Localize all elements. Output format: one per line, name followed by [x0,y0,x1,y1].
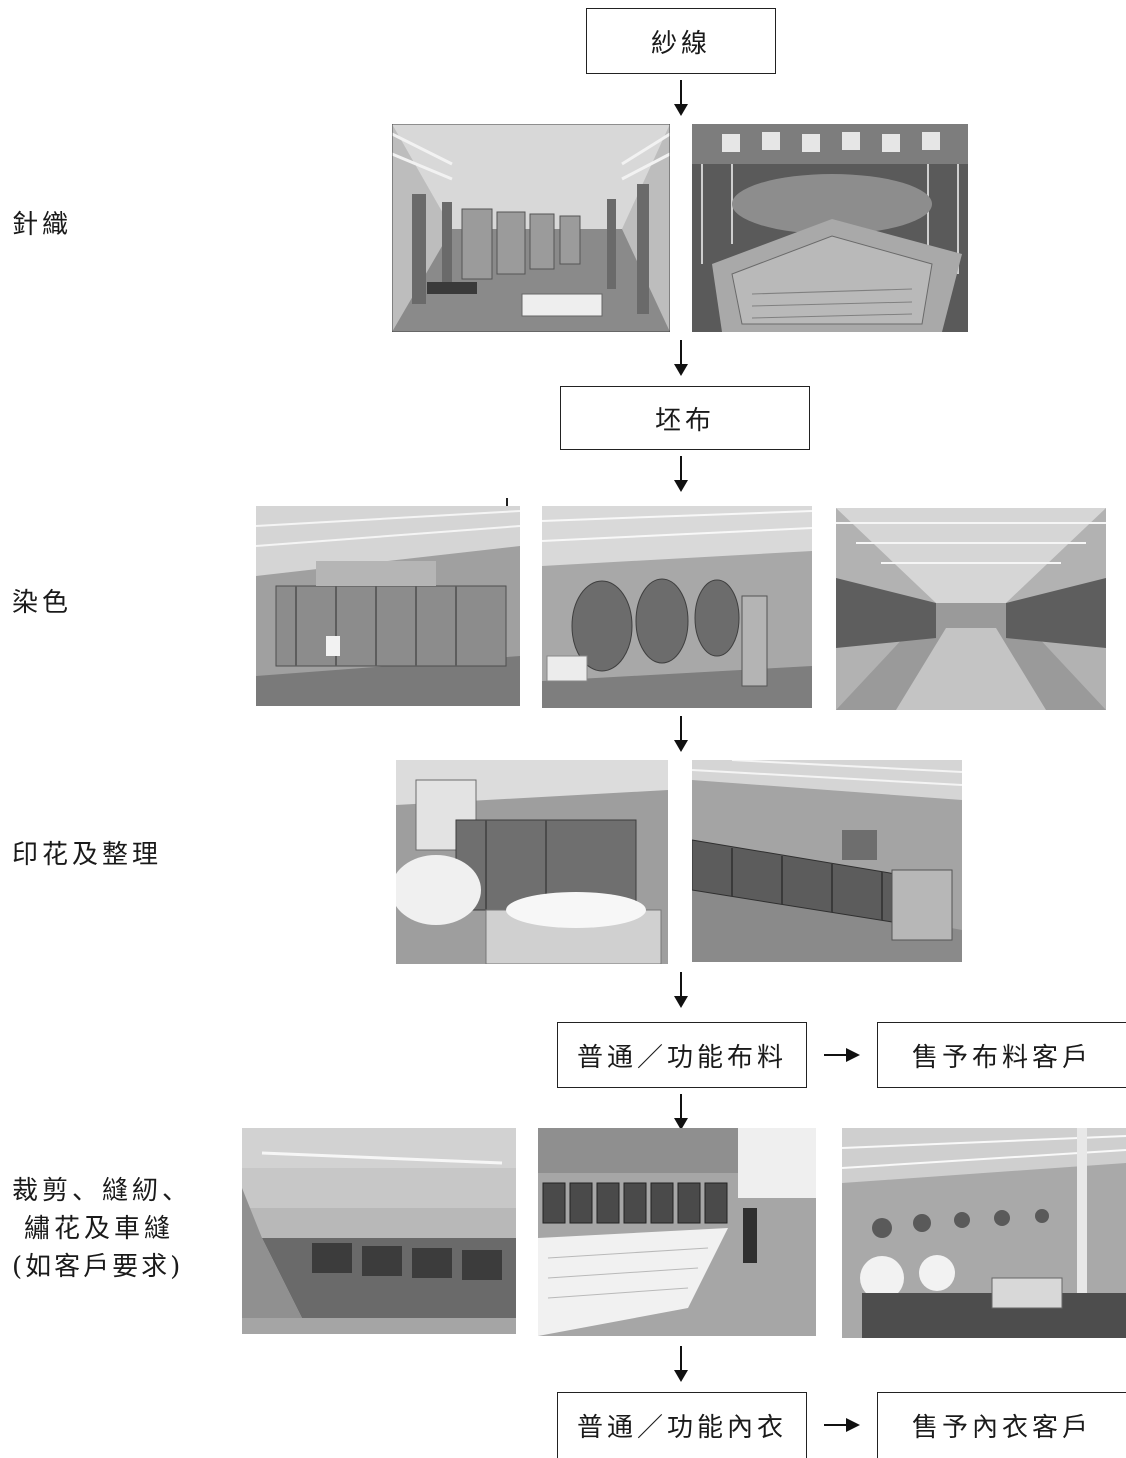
cutting-tables-photo [242,1128,516,1334]
printing-line-photo [692,760,962,962]
arrow-down-icon [672,716,690,752]
stage-label-dyeing: 染色 [12,588,73,618]
arrow-down-icon [672,340,690,376]
greige-fabric-box: 坯布 [560,386,810,450]
greige-fabric-label: 坯布 [654,405,715,436]
underwear-product-box: 普通／功能內衣 [557,1392,807,1458]
stage-label-printing-finishing: 印花及整理 [12,840,163,870]
arrow-down-icon [672,972,690,1008]
circular-knitting-machine-photo [692,124,968,332]
arrow-right-icon [824,1416,860,1434]
underwear-sale-box: 售予內衣客戶 [877,1392,1126,1458]
embroidery-machines-photo [538,1128,816,1336]
fabric-sale-box: 售予布料客戶 [877,1022,1126,1088]
stage-label-sewing-line1: 裁剪、縫紉、 [12,1176,193,1206]
yarn-box: 紗線 [586,8,776,74]
arrow-down-icon [672,456,690,492]
fabric-product-label: 普通／功能布料 [576,1042,787,1073]
fabric-sale-label: 售予布料客戶 [911,1042,1092,1073]
sewing-workshop-photo [842,1128,1126,1338]
stage-label-knitting: 針織 [12,210,73,240]
arrow-down-icon [672,1346,690,1382]
dyeing-machines-photo [256,506,520,706]
underwear-product-label: 普通／功能內衣 [576,1413,787,1443]
arrow-right-icon [824,1046,860,1064]
knitting-hall-photo [392,124,670,332]
underwear-sale-label: 售予內衣客戶 [911,1413,1092,1443]
dyeing-hall-photo [836,508,1106,710]
stage-label-sewing: 裁剪、縫紉、 繡花及車縫 (如客戶要求) [12,1172,192,1286]
stage-label-sewing-line2: 繡花及車縫 [24,1214,175,1244]
separator-mark [506,498,508,510]
fabric-product-box: 普通／功能布料 [557,1022,807,1088]
arrow-down-icon [672,80,690,116]
arrow-down-icon [672,1094,690,1130]
stage-label-sewing-line3: (如客戶要求) [12,1252,184,1282]
dyeing-vats-photo [542,506,812,708]
finishing-machine-photo [396,760,668,964]
yarn-label: 紗線 [650,28,711,59]
